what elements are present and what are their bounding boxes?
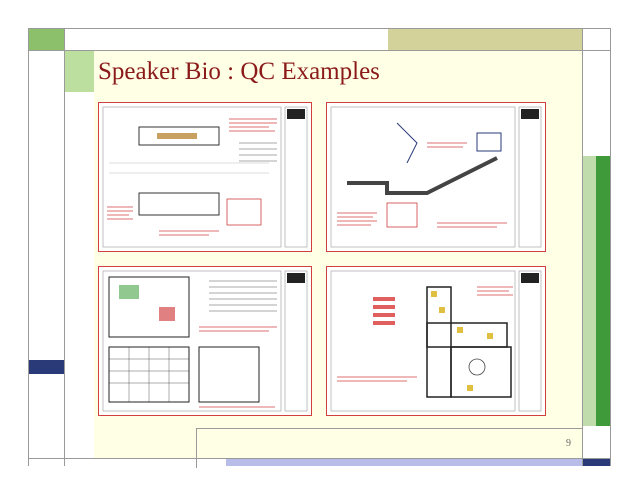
frame-line-lower xyxy=(28,458,610,459)
drawing-grid-plan-svg xyxy=(102,270,308,412)
accent-block-green-right xyxy=(596,156,610,426)
accent-block-navy-bottom xyxy=(582,458,610,466)
thumbnail-drawing-bottom-right xyxy=(326,266,546,416)
frame-line-inner-left xyxy=(64,28,65,466)
frame-line-top xyxy=(28,28,610,29)
accent-block-green-right-light xyxy=(582,156,596,426)
frame-line-left xyxy=(28,28,29,466)
frame-line-right xyxy=(610,28,611,466)
frame-line-upper xyxy=(28,50,610,51)
drawing-building-plan-svg xyxy=(330,270,542,412)
accent-block-green-top-left xyxy=(28,28,64,50)
frame-line-bottom-mark xyxy=(196,428,197,468)
accent-block-lavender-bottom xyxy=(226,458,582,466)
thumbnail-drawing-bottom-left xyxy=(98,266,312,416)
drawing-site-plan-svg xyxy=(330,106,542,248)
accent-block-green-title xyxy=(64,50,94,92)
thumbnail-drawing-top-right xyxy=(326,102,546,252)
page-number: 9 xyxy=(566,438,571,449)
drawing-floor-plan-svg xyxy=(102,106,308,248)
frame-line-bottom-mark-h xyxy=(196,428,582,429)
accent-block-olive-top-right xyxy=(388,28,582,50)
thumbnail-drawing-top-left xyxy=(98,102,312,252)
slide-title: Speaker Bio : QC Examples xyxy=(98,58,380,85)
frame-line-inner-right xyxy=(582,28,583,466)
accent-block-navy-left xyxy=(28,360,64,374)
